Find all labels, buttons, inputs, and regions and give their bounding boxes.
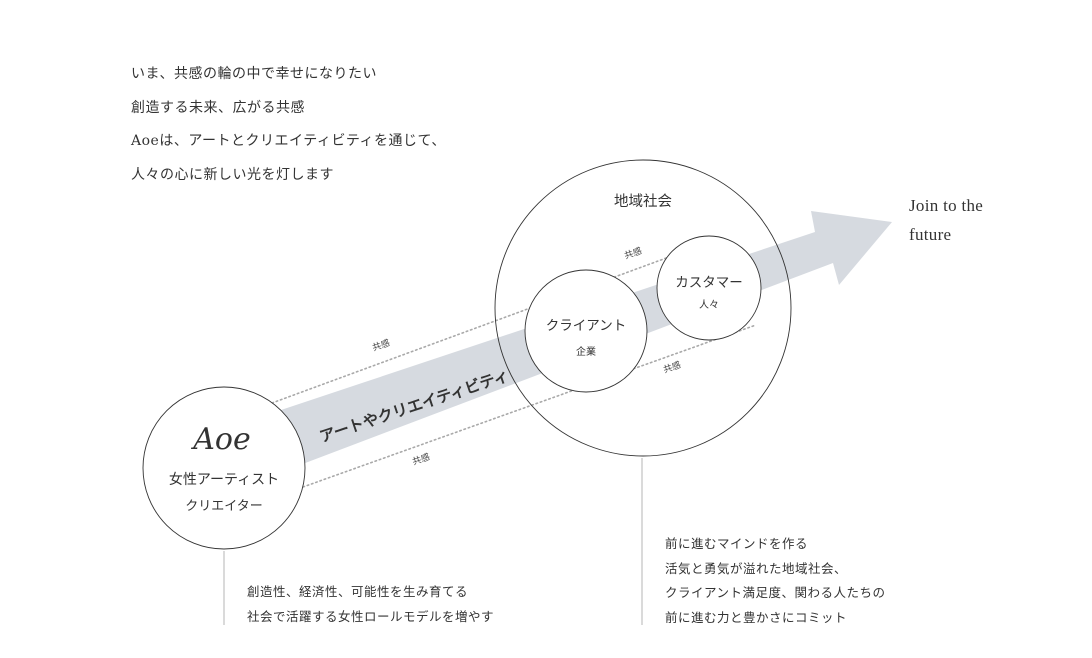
intro-line: いま、共感の輪の中で幸せになりたい	[131, 66, 377, 82]
empathy-line-bottom	[302, 324, 757, 488]
intro-text: いま、共感の輪の中で幸せになりたい 創造する未来、広がる共感 Aoeは、アートと…	[131, 58, 446, 192]
empathy-label: 共感	[411, 451, 432, 468]
community-description: 前に進むマインドを作る 活気と勇気が溢れた地域社会、 クライアント満足度、関わる…	[665, 532, 886, 630]
community-circle	[494, 159, 792, 457]
community-description-line: 前に進むマインドを作る	[665, 536, 809, 551]
empathy-label: 共感	[623, 245, 644, 262]
client-circle	[524, 269, 648, 393]
client-label: クライアント	[546, 318, 626, 334]
community-label: 地域社会	[614, 193, 672, 210]
customer-circle	[656, 235, 762, 341]
client-sublabel: 企業	[576, 345, 596, 358]
aoe-description-line: 社会で活躍する女性ロールモデルを増やす	[247, 608, 495, 624]
community-description-line: クライアント満足度、関わる人たちの	[665, 585, 886, 600]
intro-line: 創造する未来、広がる共感	[131, 99, 305, 116]
aoe-role-line1: 女性アーティスト	[169, 471, 279, 488]
aoe-logo: Aoe	[190, 422, 250, 457]
join-line1: Join to the	[909, 196, 984, 215]
empathy-label: 共感	[371, 337, 392, 354]
intro-line: Aoeは、アートとクリエイティビティを通じて、	[131, 133, 446, 149]
customer-label: カスタマー	[675, 275, 743, 291]
aoe-circle	[142, 386, 306, 550]
community-description-line: 前に進む力と豊かさにコミット	[665, 609, 848, 625]
aoe-description-line: 創造性、経済性、可能性を生み育てる	[247, 584, 469, 599]
aoe-role-line2: クリエイター	[185, 499, 262, 514]
community-description-line: 活気と勇気が溢れた地域社会、	[665, 560, 848, 576]
join-line2: future	[909, 225, 952, 244]
empathy-label: 共感	[662, 359, 683, 376]
aoe-description: 創造性、経済性、可能性を生み育てる 社会で活躍する女性ロールモデルを増やす	[247, 580, 494, 629]
join-future-text: Join to the future	[909, 191, 983, 249]
intro-line: 人々の心に新しい光を灯します	[131, 166, 334, 183]
customer-sublabel: 人々	[699, 299, 719, 311]
